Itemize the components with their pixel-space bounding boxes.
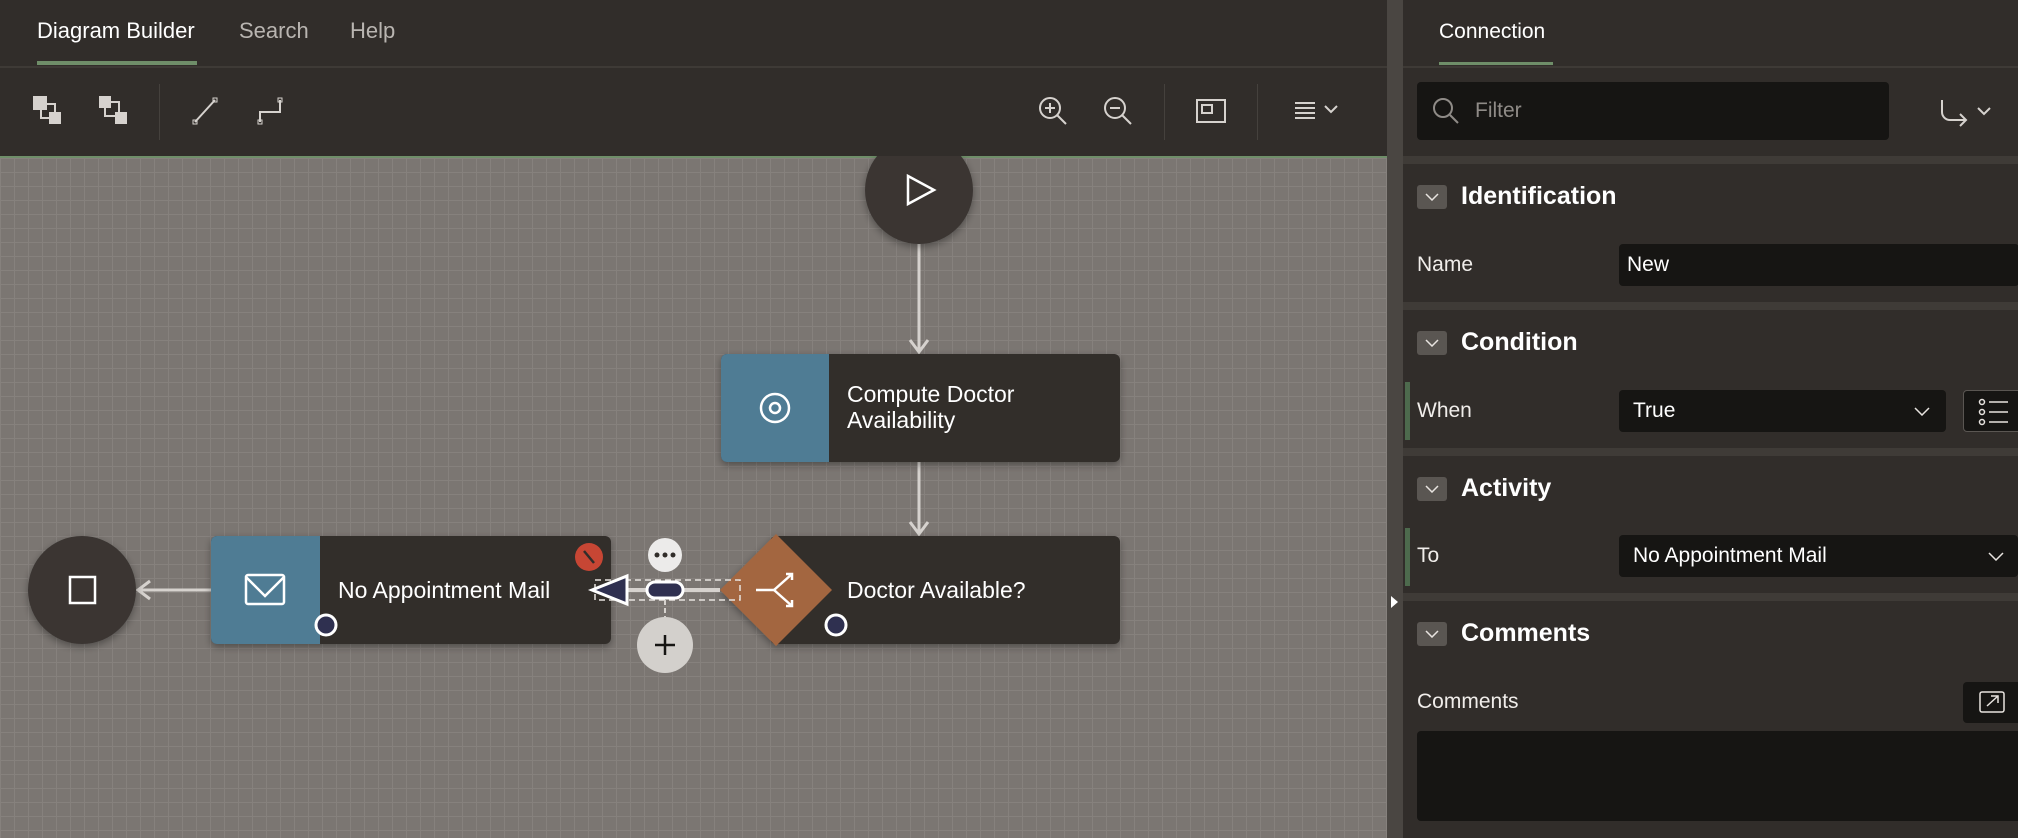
connection-midpoint-handle[interactable] <box>645 580 685 600</box>
chevron-down-icon[interactable] <box>1417 476 1447 501</box>
fit-screen-icon[interactable] <box>1194 94 1228 128</box>
connection-target-handle[interactable] <box>314 613 338 637</box>
filter-placeholder: Filter <box>1475 99 1522 122</box>
play-icon <box>906 173 937 207</box>
name-value: New <box>1627 253 1670 276</box>
section-divider <box>1403 156 2018 164</box>
section-title: Activity <box>1461 474 1552 502</box>
elbow-line-icon[interactable] <box>254 94 288 128</box>
list-icon <box>1978 398 2008 426</box>
section-divider <box>1403 302 2018 310</box>
tab-diagram-builder-underline <box>37 61 197 65</box>
zoom-out-icon[interactable] <box>1101 94 1135 128</box>
search-icon <box>1433 98 1459 124</box>
chevron-down-icon <box>1914 406 1930 416</box>
section-title: Identification <box>1461 182 1617 210</box>
section-divider <box>1403 448 2018 456</box>
node-doctor-available[interactable] <box>720 534 1120 646</box>
connector-compute-to-decision[interactable] <box>908 462 930 537</box>
node-label: Compute Doctor <box>847 381 1015 407</box>
section-activity-header[interactable]: Activity <box>1417 474 1551 503</box>
connector-mail-to-end[interactable] <box>135 579 211 601</box>
menu-icon[interactable] <box>1293 94 1349 128</box>
to-label: To <box>1417 544 1440 567</box>
tab-diagram-builder[interactable]: Diagram Builder <box>37 18 195 43</box>
expand-editor-button[interactable] <box>1963 682 2018 723</box>
end-event[interactable] <box>28 536 136 644</box>
connection-end-handle[interactable] <box>587 573 629 607</box>
panel-splitter[interactable] <box>1387 0 1403 838</box>
expand-arrow-icon[interactable] <box>1391 596 1398 608</box>
mail-icon <box>244 573 286 606</box>
when-select[interactable]: True <box>1619 390 1946 432</box>
expand-icon <box>1979 691 2005 713</box>
tab-help[interactable]: Help <box>350 18 396 43</box>
divider <box>1403 66 2018 68</box>
tab-search[interactable]: Search <box>239 18 309 43</box>
error-badge <box>575 543 603 571</box>
when-label: When <box>1417 399 1472 422</box>
connector-start-to-compute[interactable] <box>908 244 930 355</box>
node-label: Availability <box>847 407 956 433</box>
zoom-in-icon[interactable] <box>1036 94 1070 128</box>
required-indicator <box>1405 528 1410 586</box>
when-value: True <box>1633 399 1676 422</box>
name-label: Name <box>1417 253 1474 276</box>
send-to-back-icon[interactable] <box>97 94 131 128</box>
section-divider <box>1403 593 2018 601</box>
list-of-values-button[interactable] <box>1963 390 2018 432</box>
diagram-canvas[interactable]: Compute Doctor Availability Doctor Avail… <box>0 156 1387 838</box>
required-indicator <box>1405 382 1410 440</box>
filter-input[interactable]: Filter <box>1417 82 1889 140</box>
more-options-button[interactable] <box>648 538 682 572</box>
bring-to-front-icon[interactable] <box>31 94 65 128</box>
toolbar-separator <box>1257 84 1258 140</box>
section-title: Condition <box>1461 328 1578 356</box>
divider <box>0 66 1387 68</box>
name-input[interactable]: New <box>1619 244 2018 286</box>
chevron-down-icon[interactable] <box>1417 184 1447 209</box>
tab-connection-underline <box>1439 62 1553 65</box>
go-to-component-icon[interactable] <box>1938 96 1998 130</box>
toolbar-separator <box>159 84 160 140</box>
comments-textarea[interactable] <box>1417 731 2018 821</box>
add-node-button[interactable] <box>637 617 693 673</box>
section-condition-header[interactable]: Condition <box>1417 328 1578 357</box>
start-event[interactable] <box>865 156 973 244</box>
section-identification-header[interactable]: Identification <box>1417 182 1617 211</box>
split-icon <box>756 572 794 608</box>
section-comments-header[interactable]: Comments <box>1417 619 1590 648</box>
connection-source-handle[interactable] <box>824 613 848 637</box>
section-title: Comments <box>1461 619 1591 647</box>
straight-line-icon[interactable] <box>189 94 223 128</box>
to-select[interactable]: No Appointment Mail <box>1619 535 2018 577</box>
comments-label: Comments <box>1417 690 1519 713</box>
node-no-appointment-mail[interactable] <box>211 536 611 644</box>
tab-connection[interactable]: Connection <box>1439 20 1546 43</box>
property-editor: Connection Filter Identification Name Ne… <box>1403 0 2018 838</box>
gear-icon <box>759 392 791 424</box>
stop-icon <box>68 575 97 605</box>
node-label: No Appointment Mail <box>338 577 550 603</box>
to-value: No Appointment Mail <box>1633 544 1827 567</box>
chevron-down-icon[interactable] <box>1417 330 1447 355</box>
node-label: Doctor Available? <box>847 577 1026 603</box>
node-compute-doctor-availability[interactable] <box>721 354 1120 462</box>
toolbar-separator <box>1164 84 1165 140</box>
chevron-down-icon[interactable] <box>1417 621 1447 646</box>
chevron-down-icon <box>1988 551 2004 561</box>
